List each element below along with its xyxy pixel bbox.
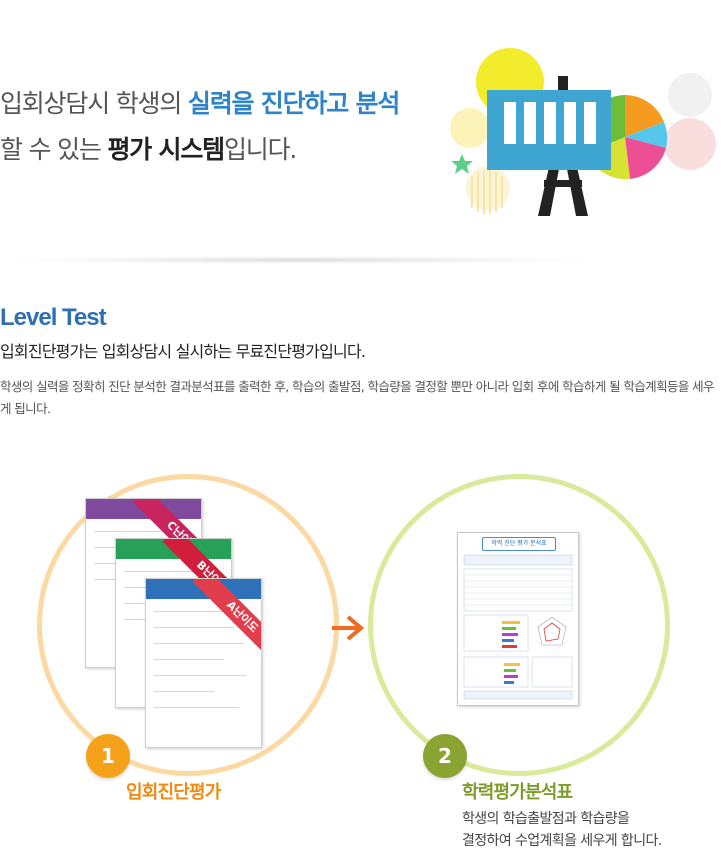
step2-label: 학력평가분석표 — [462, 782, 573, 803]
analysis-report-sheet: 학력 진단 평가 분석표 — [457, 532, 579, 706]
hero-text: 입니다. — [223, 135, 297, 164]
hero-headline-line2: 할 수 있는 평가 시스템입니다. — [0, 130, 297, 166]
hero-text: 할 수 있는 — [0, 135, 108, 164]
step1-circle — [37, 474, 339, 776]
report-title: 학력 진단 평가 분석표 — [482, 537, 556, 551]
step2-desc-line2: 결정하여 수업계획을 세우게 합니다. — [462, 833, 662, 849]
easel-chart-illustration — [450, 48, 716, 216]
hero-highlight: 실력을 진단하고 분석 — [187, 89, 400, 118]
section-divider — [0, 256, 600, 264]
step2-circle — [368, 474, 670, 776]
section-subtitle: 입회진단평가는 입회상담시 실시하는 무료진단평가입니다. — [0, 342, 366, 361]
hero-text: 입회상담시 학생의 — [0, 89, 188, 118]
step2-number-badge: 2 — [423, 734, 467, 778]
step2-description: 학생의 학습출발점과 학습량을 결정하여 수업계획을 세우게 합니다. — [462, 808, 662, 852]
hero-highlight: 평가 시스템 — [107, 135, 225, 164]
section-description: 학생의 실력을 정확히 진단 분석한 결과분석표를 출력한 후, 학습의 출발점… — [0, 379, 715, 416]
test-paper-a: A난이도 — [145, 578, 262, 748]
hero-headline-line1: 입회상담시 학생의 실력을 진단하고 분석 — [0, 84, 400, 120]
arrow-right-icon — [332, 615, 365, 641]
report-body-graphic — [463, 554, 573, 700]
step2-desc-line1: 학생의 학습출발점과 학습량을 — [462, 811, 630, 827]
step1-label: 입회진단평가 — [126, 782, 221, 803]
step1-number-badge: 1 — [86, 734, 130, 778]
section-title: Level Test — [0, 304, 107, 331]
